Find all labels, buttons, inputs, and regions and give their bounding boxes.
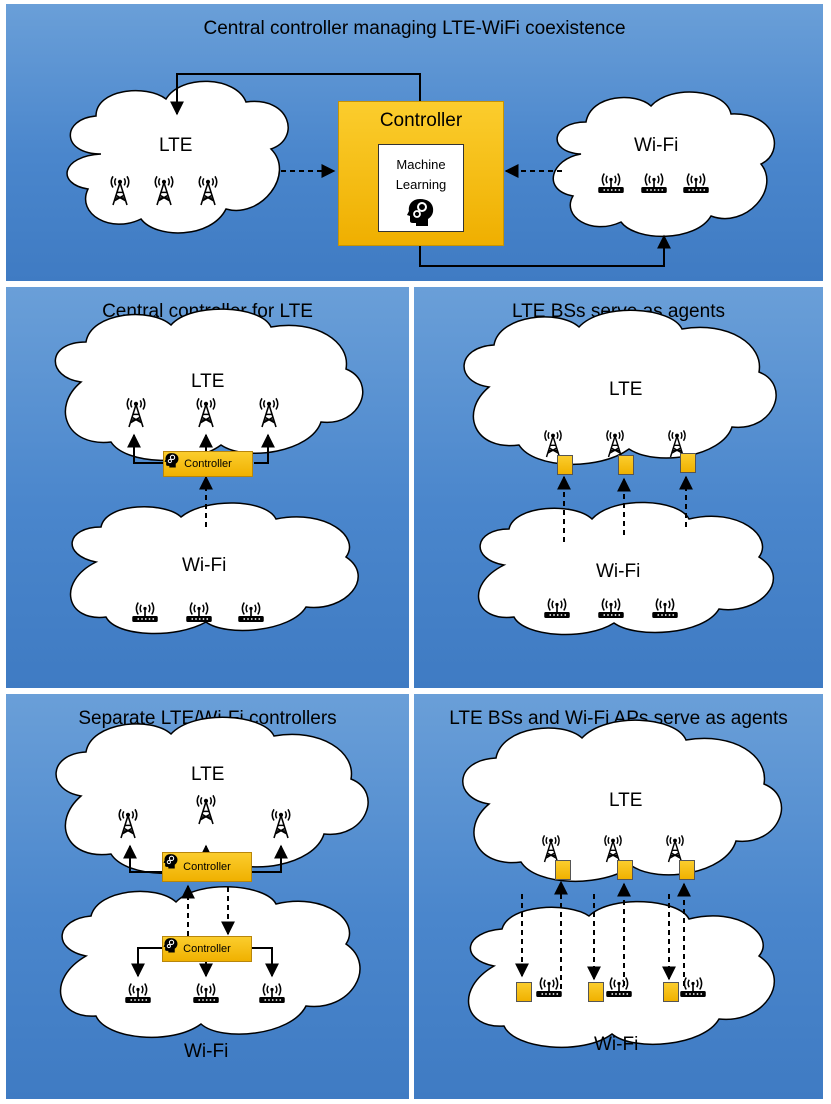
- controller-label: Controller: [379, 110, 463, 131]
- panel-central-controller-lte: Central controller for LTE LTE Wi-Fi Con…: [6, 287, 409, 688]
- wifi-agent-head-gears-icon: [588, 982, 604, 1002]
- panel-separate-controllers: Separate LTE/Wi-Fi controllers LTE Wi-Fi…: [6, 694, 409, 1099]
- lte-label: LTE: [191, 764, 225, 785]
- mid-left-diagram: [54, 308, 364, 688]
- wifi-cloud: [552, 91, 776, 238]
- lte-agent-head-gears-icon: [617, 860, 633, 880]
- machine-learning-box: Machine Learning: [378, 144, 464, 232]
- lte-cloud: [463, 309, 777, 465]
- top-diagram: [66, 73, 776, 267]
- panel-bs-and-ap-agents: LTE BSs and Wi-Fi APs serve as agents LT…: [414, 694, 823, 1099]
- lte-label: LTE: [609, 379, 643, 400]
- lte-cloud: [55, 716, 369, 874]
- wifi-label: Wi-Fi: [594, 1034, 639, 1055]
- head-gears-icon: [163, 853, 179, 869]
- head-gears-icon: [164, 452, 180, 468]
- controller-label: Controller: [183, 943, 231, 955]
- lte-agent-head-gears-icon: [679, 860, 695, 880]
- panel-lte-bs-agents: LTE BSs serve as agents LTE Wi-Fi: [414, 287, 823, 688]
- wifi-cloud: [467, 900, 775, 1049]
- controller-box: Controller Machine Learning: [338, 101, 504, 246]
- lte-controller-box: Controller: [163, 451, 253, 477]
- lte-label: LTE: [609, 790, 643, 811]
- wifi-label: Wi-Fi: [596, 561, 641, 582]
- lte-label: LTE: [159, 135, 193, 156]
- lte-agent-head-gears-icon: [555, 860, 571, 880]
- wifi-agent-head-gears-icon: [663, 982, 679, 1002]
- wifi-label: Wi-Fi: [634, 135, 679, 156]
- bot-right-diagram: [462, 719, 783, 1049]
- wifi-cloud: [69, 502, 359, 635]
- wifi-cloud: [59, 886, 361, 1039]
- bot-left-diagram: [55, 716, 369, 1039]
- head-gears-icon: [163, 937, 179, 953]
- panel-title: LTE BSs and Wi-Fi APs serve as agents: [449, 708, 788, 729]
- controller-label: Controller: [183, 861, 231, 873]
- ml-line1: Machine: [396, 157, 446, 172]
- wifi-label: Wi-Fi: [182, 555, 227, 576]
- wifi-cloud: [81, 607, 86, 688]
- head-gears-icon: [406, 198, 435, 227]
- lte-agent-head-gears-icon: [557, 455, 573, 475]
- lte-agent-head-gears-icon: [618, 455, 634, 475]
- lte-cloud: [66, 80, 289, 234]
- lte-agent-head-gears-icon: [680, 453, 696, 473]
- lte-label: LTE: [191, 371, 225, 392]
- wifi-agent-head-gears-icon: [516, 982, 532, 1002]
- controller-label: Controller: [184, 458, 232, 470]
- wifi-label: Wi-Fi: [184, 1041, 229, 1062]
- ml-line2: Learning: [395, 177, 447, 192]
- panel-central-controller-coexistence: Central controller managing LTE-WiFi coe…: [6, 4, 823, 281]
- lte-controller-box: Controller: [162, 852, 252, 882]
- panel-title: Central controller managing LTE-WiFi coe…: [203, 18, 626, 39]
- mid-right-diagram: [463, 309, 777, 636]
- wifi-controller-box: Controller: [162, 936, 252, 962]
